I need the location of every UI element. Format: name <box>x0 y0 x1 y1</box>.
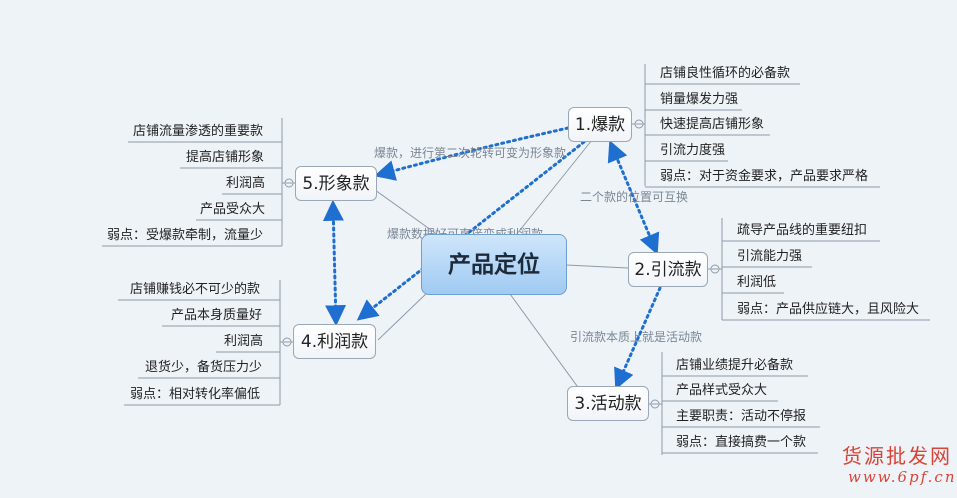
relation-arrows <box>322 126 662 390</box>
node-lirun[interactable]: 4.利润款 <box>293 324 376 359</box>
leaf-lirun-3: 利润高 <box>224 334 264 349</box>
leaf-baokuan-3: 快速提高店铺形象 <box>660 117 765 132</box>
leaf-xingxiang-3: 利润高 <box>226 176 266 191</box>
leaf-huodong-1: 店铺业绩提升必备款 <box>676 358 794 373</box>
leaf-baokuan-4: 引流力度强 <box>660 143 726 158</box>
center-topic[interactable]: 产品定位 <box>421 234 567 295</box>
leaf-baokuan-2: 销量爆发力强 <box>660 92 739 107</box>
leaf-yinliu-3: 利润低 <box>737 275 777 290</box>
arrow-xingxiang-lirun-swap <box>322 199 347 327</box>
connector-center-huodong <box>509 293 581 391</box>
node-yinliu[interactable]: 2.引流款 <box>628 252 708 287</box>
leaf-huodong-2: 产品样式受众大 <box>676 383 768 398</box>
arrow-baokuan-to-lirun <box>356 140 586 321</box>
leaf-xingxiang-5: 弱点：受爆款牵制，流量少 <box>107 228 264 243</box>
watermark-title: 货源批发网 <box>842 444 952 468</box>
leaf-lirun-1: 店铺赚钱必不可少的款 <box>130 282 261 297</box>
leaf-baokuan-1: 店铺良性循环的必备款 <box>660 66 791 81</box>
leaf-huodong-4: 弱点：直接搞费一个款 <box>676 435 807 450</box>
relation-label-swap: 二个款的位置可互换 <box>580 190 689 204</box>
leaf-huodong-3: 主要职责：活动不停报 <box>676 409 807 424</box>
leaf-xingxiang-4: 产品受众大 <box>200 202 266 217</box>
arrow-baokuan-to-xingxiang <box>373 126 570 181</box>
leaf-yinliu-1: 疏导产品线的重要纽扣 <box>737 223 868 238</box>
leaf-xingxiang-2: 提高店铺形象 <box>186 150 265 165</box>
connector-center-baokuan <box>511 129 601 241</box>
node-huodong[interactable]: 3.活动款 <box>567 386 649 421</box>
connector-center-yinliu <box>565 264 629 269</box>
leaf-lirun-2: 产品本身质量好 <box>171 308 263 323</box>
leaf-yinliu-4: 弱点：产品供应链大，且风险大 <box>737 302 920 317</box>
leaf-baokuan-5: 弱点：对于资金要求，产品要求严格 <box>660 169 869 184</box>
relation-label-bao-xingxiang: 爆款，进行第二次轮转可变为形象款 <box>374 146 567 160</box>
arrow-yinliu-to-huodong <box>614 286 662 390</box>
connector-center-xingxiang <box>374 189 446 241</box>
relation-label-yinliu-huodong: 引流款本质上就是活动款 <box>570 330 703 344</box>
leaf-lirun-4: 退货少，备货压力少 <box>145 360 263 375</box>
leaf-brackets <box>102 64 930 455</box>
node-xingxiang[interactable]: 5.形象款 <box>295 166 377 201</box>
node-baokuan[interactable]: 1.爆款 <box>568 107 632 142</box>
center-connectors <box>374 129 629 391</box>
leaf-yinliu-2: 引流能力强 <box>737 249 803 264</box>
watermark-url: www.6pf.cn <box>848 468 957 486</box>
leaf-lirun-5: 弱点：相对转化率偏低 <box>130 387 261 402</box>
arrow-baokuan-yinliu-swap <box>607 140 660 255</box>
leaf-xingxiang-1: 店铺流量渗透的重要款 <box>133 124 264 139</box>
connector-center-lirun <box>377 289 431 341</box>
